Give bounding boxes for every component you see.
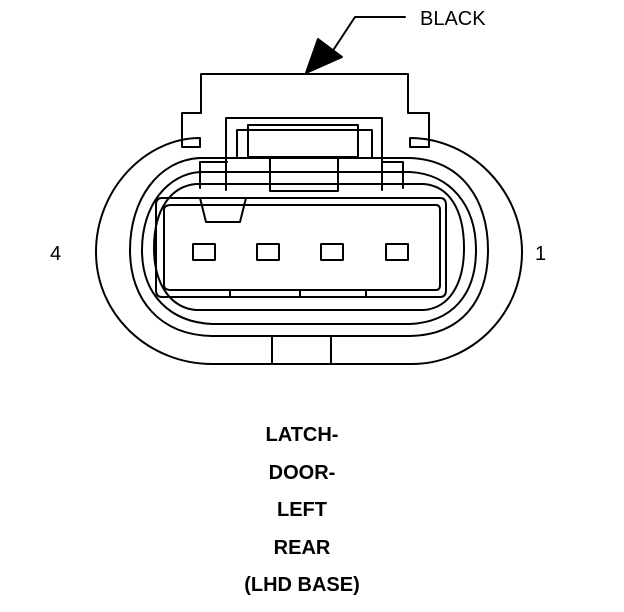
terminal-cavity-1 [385,243,409,261]
connector-color-label: BLACK [420,8,486,30]
housing-inner-ring-outer [129,157,489,337]
connector-housing-outline [95,73,523,365]
terminal-cavity-block [155,197,447,298]
caption-line: LEFT [277,499,327,521]
terminal-cavity-4 [192,243,216,261]
caption-line: (LHD BASE) [244,574,360,596]
housing-inner-ring-inner [153,183,465,311]
color-leader-arrow [305,16,406,74]
bottom-keyway [271,335,332,365]
caption-line: LATCH- [265,424,339,446]
terminal-cavity-3 [256,243,280,261]
connector-caption: LATCH- DOOR- LEFT REAR (LHD BASE) [0,424,604,612]
pin-number-left: 4 [50,243,62,265]
locking-latch [199,117,404,192]
caption-line: REAR [273,536,331,559]
pin-number-right: 1 [535,243,547,265]
housing-inner-ring-middle [141,171,477,325]
terminal-cavity-2 [320,243,344,261]
caption-line: DOOR- [268,461,336,484]
